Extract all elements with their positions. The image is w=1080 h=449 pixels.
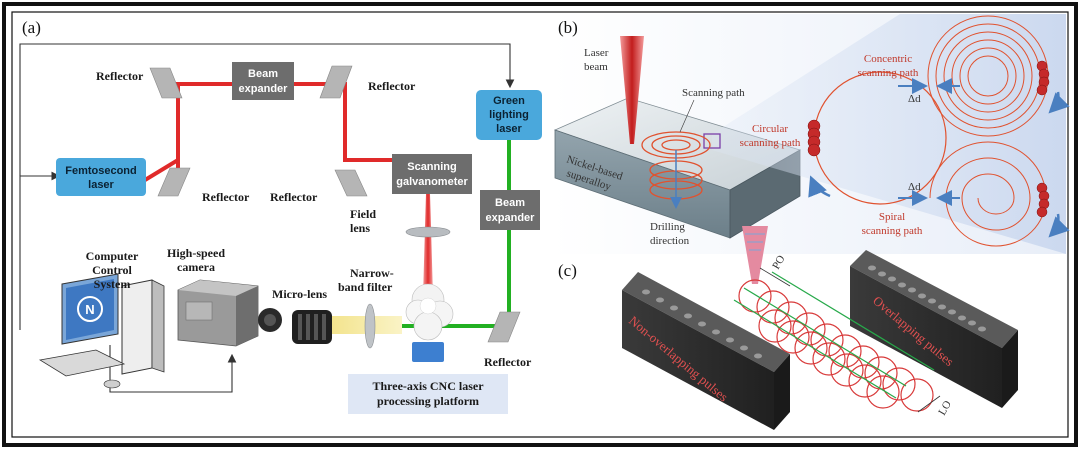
nonoverlap-block-side	[774, 354, 790, 430]
reflector-mirror-4	[334, 169, 368, 197]
reflector-mirror-2	[319, 65, 353, 99]
panel-a-label: (a)	[22, 18, 41, 37]
circular-l2: scanning path	[740, 137, 801, 149]
reflector-label-2: Reflector	[368, 79, 416, 93]
galvanometer-l2: galvanometer	[396, 176, 468, 188]
nonoverlap-block-front	[622, 290, 774, 430]
camera-l2: camera	[177, 260, 215, 274]
laser-beam-l2: beam	[584, 61, 608, 73]
spiral-l1: Spiral	[879, 211, 905, 223]
spiral-pulses	[1036, 182, 1050, 218]
platform-l2: processing platform	[377, 394, 479, 408]
panel-c-label: (c)	[558, 261, 577, 280]
green-laser-l2: lighting	[489, 109, 529, 121]
spiral-l2: scanning path	[862, 225, 923, 237]
laser-cone	[620, 36, 644, 144]
galvanometer-box	[392, 154, 472, 194]
scan-line-3	[771, 271, 935, 371]
lo-marker	[917, 395, 941, 413]
overlap-holes	[868, 265, 986, 332]
reflector-label-1: Reflector	[96, 69, 144, 83]
control-line-green	[19, 43, 515, 176]
reflector-label-4: Reflector	[270, 190, 318, 204]
field-lens-l2: lens	[350, 221, 370, 235]
overlap-block-side	[1002, 330, 1018, 408]
delta-d-2: Δd	[908, 181, 921, 193]
femtosecond-l2: laser	[88, 179, 114, 191]
computer-icon: N	[38, 273, 165, 389]
platform-label-box	[348, 374, 508, 414]
concentric-rotate-arrow	[1048, 91, 1070, 114]
green-laser-box	[476, 90, 542, 140]
concentric-l2: scanning path	[858, 67, 919, 79]
field-lens-l1: Field	[350, 207, 376, 221]
circular-l1: Circular	[752, 123, 788, 135]
platform-l1: Three-axis CNC laser	[372, 379, 484, 393]
control-line-laser	[19, 171, 61, 330]
nonoverlap-holes	[642, 289, 762, 359]
beam-expander-2-l2: expander	[486, 212, 536, 224]
circular-rotate-arrow	[808, 175, 831, 198]
reflector-label-5: Reflector	[484, 355, 532, 369]
overlap-block-front	[850, 266, 1002, 408]
reflector-mirror-3	[157, 167, 191, 197]
sample-plume	[405, 283, 454, 341]
field-lens-shape	[405, 226, 451, 238]
po-label: PO	[770, 253, 787, 271]
pulse-cone	[742, 226, 768, 284]
spiral-ring	[929, 141, 1047, 247]
beam-expander-box	[232, 62, 294, 100]
beam-expander-l1: Beam	[248, 68, 278, 80]
femtosecond-laser-box	[56, 158, 146, 196]
beam-expander-2-l1: Beam	[495, 197, 525, 209]
panel-b: (b) Laser beam Scanning path Nickel-base…	[552, 14, 1070, 254]
narrow-band-l2: band filter	[338, 280, 393, 294]
green-laser-l3: laser	[496, 123, 522, 135]
scanning-path-label: Scanning path	[682, 87, 745, 99]
scanning-path-pointer	[679, 99, 695, 133]
panel-a: (a) Reflector Reflector Reflector Reflec…	[19, 18, 542, 414]
galvanometer-l1: Scanning	[407, 161, 457, 173]
beam-expander-2-box	[480, 190, 540, 230]
micro-lens-label: Micro-lens	[272, 287, 327, 301]
svg-text:N: N	[85, 302, 94, 317]
reflector-mirror-1	[149, 67, 183, 99]
green-laser-l1: Green	[493, 95, 525, 107]
nonoverlap-block-top	[622, 272, 790, 372]
concentric-pulses	[1036, 60, 1050, 96]
reflector-mirror-5	[487, 311, 521, 343]
zoom-box	[703, 133, 721, 149]
camera-icon	[177, 279, 282, 347]
scan-line-1	[733, 299, 897, 399]
micro-lens-shape	[292, 310, 332, 344]
drilling-l2: direction	[650, 235, 690, 247]
narrow-band-filter-shape	[364, 303, 376, 349]
lo-label: LO	[936, 399, 954, 418]
reflector-label-3: Reflector	[202, 190, 250, 204]
delta-d-1: Δd	[908, 93, 921, 105]
panel-c: (c) Non-overlapping pulses Overlapping p…	[558, 226, 1018, 430]
panel-b-label: (b)	[558, 18, 578, 37]
po-marker	[759, 267, 791, 287]
scan-line-2	[743, 287, 907, 387]
computer-l3: System	[94, 277, 131, 291]
concentric-l1: Concentric	[864, 53, 912, 65]
femtosecond-l1: Femtosecond	[65, 165, 137, 177]
control-line-camera	[109, 345, 237, 393]
spiral-rotate-arrow	[1048, 213, 1070, 238]
beam-expander-l2: expander	[239, 83, 289, 95]
platform-block	[412, 342, 444, 362]
zoom-wedge	[712, 14, 1066, 254]
circular-pulses	[807, 119, 821, 157]
drilling-l1: Drilling	[650, 221, 685, 233]
computer-l1: Computer	[86, 249, 139, 263]
computer-l2: Control	[92, 263, 132, 277]
laser-beam-l1: Laser	[584, 47, 609, 59]
narrow-band-l1: Narrow-	[350, 266, 394, 280]
camera-l1: High-speed	[167, 246, 225, 260]
